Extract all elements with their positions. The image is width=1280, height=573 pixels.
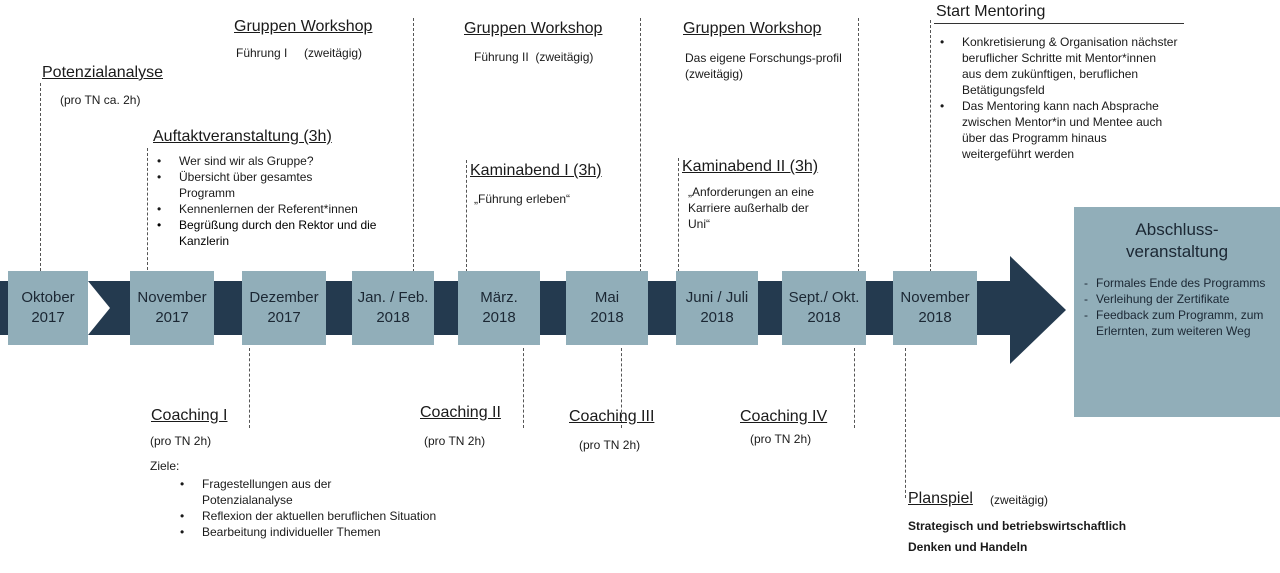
workshop3-title: Gruppen Workshop [683,20,822,37]
kamin1-title: Kaminabend I (3h) [470,162,602,179]
kamin1-sub: „Führung erleben“ [474,192,571,206]
month-box: Sept./ Okt. 2018 [782,271,866,345]
month-label: Jan. / Feb. 2018 [357,289,429,326]
list-item: Feedback zum Programm, zum Erlernten, zu… [1084,307,1280,339]
workshop2-sub: Führung II (zweitägig) [474,50,594,64]
list-item: Formales Ende des Programms [1084,275,1280,291]
connector-workshop3 [858,18,859,272]
coaching2-title: Coaching II [420,404,501,421]
month-box: November 2018 [893,271,977,345]
connector-coaching2 [523,348,524,428]
list-item: Kennenlernen der Referent*innen [153,201,415,217]
connector-kamin1 [466,160,467,272]
planspiel-desc: Strategisch und betriebswirtschaftlich D… [908,519,1127,554]
month-box: Oktober 2017 [8,271,88,345]
coaching2-sub: (pro TN 2h) [424,434,486,448]
list-item: Begrüßung durch den Rektor und die Kanzl… [153,217,399,249]
month-box: Jan. / Feb. 2018 [352,271,434,345]
month-label: November 2017 [137,289,207,326]
planspiel-note: (zweitägig) [990,493,1049,507]
abschluss-list: Formales Ende des Programms Verleihung d… [1074,275,1280,339]
list-item: Übersicht über gesamtes Programm [153,169,359,201]
list-item: Verleihung der Zertifikate [1084,291,1280,307]
month-box: Mai 2018 [566,271,648,345]
month-label: Oktober 2017 [21,289,75,326]
workshop1-title: Gruppen Workshop [234,18,373,35]
connector-planspiel [905,348,906,498]
mentoring-underline [934,23,1184,24]
kamin2-title: Kaminabend II (3h) [682,158,819,175]
month-label: März. 2018 [480,289,518,326]
coaching4-sub: (pro TN 2h) [750,432,812,446]
month-box: März. 2018 [458,271,540,345]
connector-coaching4 [854,348,855,428]
list-item: Fragestellungen aus der Potenzialanalyse [176,476,382,508]
list-item: Das Mentoring kann nach Absprache zwisch… [936,98,1178,162]
connector-workshop2 [640,18,641,272]
list-item: Konkretisierung & Organisation nächster … [936,34,1178,98]
list-item: Reflexion der aktuellen beruflichen Situ… [176,508,442,524]
list-item: Bearbeitung individueller Themen [176,524,466,540]
coaching1-ziele: Ziele: [150,459,180,473]
workshop1-sub: Führung I (zweitägig) [236,46,363,60]
workshop3-sub: Das eigene Forschungs-profil (zweitägig) [685,51,852,81]
potenzial-sub: (pro TN ca. 2h) [60,93,141,107]
mentoring-title: Start Mentoring [936,3,1046,20]
connector-potenzial [40,83,41,271]
kamin2-sub: „Anforderungen an eine Karriere außerhal… [688,185,815,231]
connector-workshop1 [413,18,414,272]
timeline-arrowhead [1010,256,1066,364]
coaching4-title: Coaching IV [740,408,828,425]
connector-mentoring [930,20,931,272]
connector-coaching1 [249,348,250,428]
month-label: Juni / Juli 2018 [685,289,749,326]
coaching3-sub: (pro TN 2h) [579,438,641,452]
mentoring-list: Konkretisierung & Organisation nächster … [936,34,1178,162]
month-box: Juni / Juli 2018 [676,271,758,345]
list-item: Wer sind wir als Gruppe? [153,153,415,169]
month-label: Dezember 2017 [249,289,319,326]
month-box: Dezember 2017 [242,271,326,345]
connector-kamin2 [678,158,679,272]
coaching1-title: Coaching I [151,407,228,424]
month-label: November 2018 [900,289,970,326]
connector-coaching3 [621,348,622,428]
coaching3-title: Coaching III [569,408,655,425]
coaching1-list: Fragestellungen aus der Potenzialanalyse… [176,476,466,540]
abschluss-box: Abschluss-veranstaltung Formales Ende de… [1074,207,1280,417]
workshop2-title: Gruppen Workshop [464,20,603,37]
month-box: November 2017 [130,271,214,345]
planspiel-title: Planspiel [908,490,973,507]
month-label: Mai 2018 [590,289,624,326]
chevron-gap [88,281,110,335]
abschluss-title: Abschluss-veranstaltung [1125,220,1229,261]
potenzial-title: Potenzialanalyse [42,64,163,81]
month-label: Sept./ Okt. 2018 [788,289,860,326]
coaching1-sub: (pro TN 2h) [150,434,212,448]
auftakt-list: Wer sind wir als Gruppe? Übersicht über … [153,153,415,249]
auftakt-title: Auftaktveranstaltung (3h) [153,128,332,145]
connector-auftakt [147,148,148,270]
